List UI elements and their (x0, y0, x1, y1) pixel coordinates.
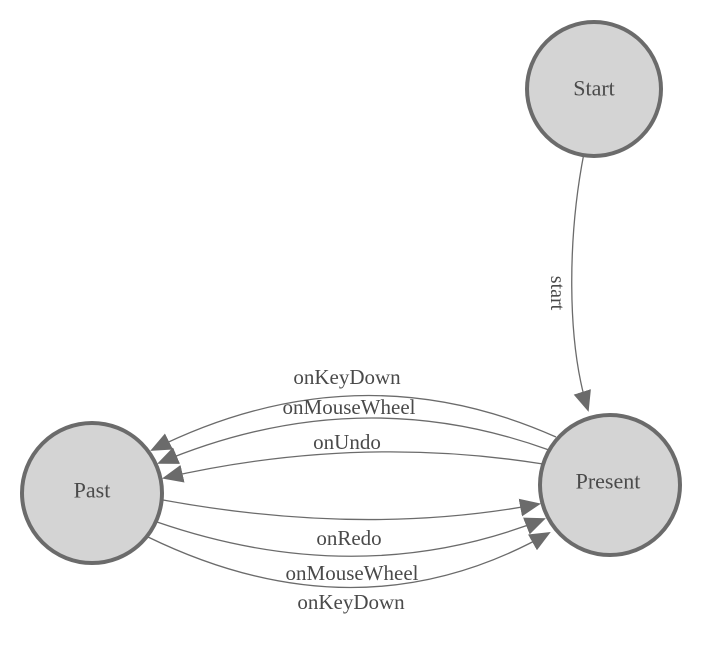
state-node-start-circle[interactable] (525, 20, 663, 158)
edge-label-onredo: onRedo (316, 526, 381, 550)
edge-present-to-past-onmousewheel[interactable] (157, 417, 550, 464)
edge-past-to-present-onmousewheel[interactable] (156, 517, 546, 557)
edge-label-onundo: onUndo (313, 430, 381, 454)
state-node-past-circle[interactable] (20, 421, 164, 565)
state-node-start-label: Start (573, 76, 615, 101)
edge-label-onkeydown-lower: onKeyDown (297, 590, 405, 614)
edge-past-to-present-onredo[interactable] (162, 498, 541, 521)
state-node-present[interactable]: Present (538, 413, 682, 557)
edge-label-start: start (546, 276, 568, 311)
edge-past-to-present-onkeydown[interactable] (147, 532, 551, 589)
state-node-start[interactable]: Start (525, 20, 663, 158)
state-node-present-circle[interactable] (538, 413, 682, 557)
state-node-past[interactable]: Past (20, 421, 164, 565)
edge-label-onkeydown-upper: onKeyDown (293, 365, 401, 389)
state-node-past-label: Past (74, 478, 111, 503)
edge-present-to-past-onundo[interactable] (162, 451, 544, 483)
edge-label-onmousewheel-lower: onMouseWheel (286, 561, 419, 585)
state-node-present-label: Present (576, 469, 641, 494)
edge-start-to-present[interactable] (571, 152, 591, 412)
edge-present-to-past-onkeydown[interactable] (150, 394, 557, 451)
edge-label-onmousewheel-upper: onMouseWheel (283, 395, 416, 419)
